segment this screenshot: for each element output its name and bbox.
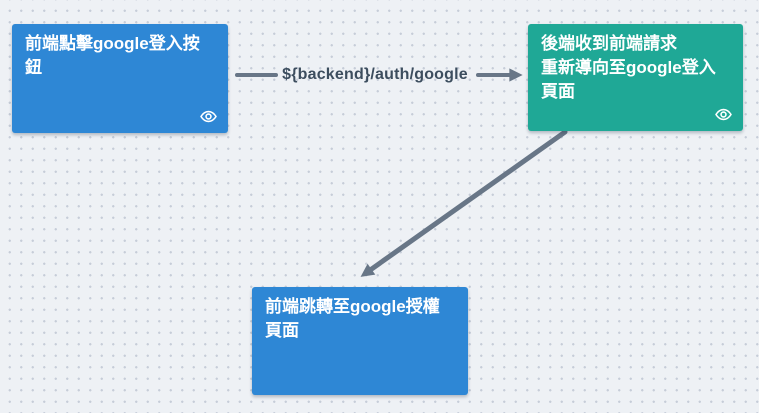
node-frontend-goto-google-auth[interactable]: 前端跳轉至google授權 頁面 bbox=[252, 287, 468, 395]
node-text: 前端點擊google登入按 鈕 bbox=[25, 32, 215, 80]
edge-label-auth-url[interactable]: ${backend}/auth/google bbox=[282, 65, 468, 83]
node-text-line: 後端收到前端請求 bbox=[541, 34, 677, 53]
eye-icon[interactable] bbox=[198, 106, 218, 126]
node-frontend-click-login[interactable]: 前端點擊google登入按 鈕 bbox=[12, 24, 228, 133]
node-text: 前端跳轉至google授權 頁面 bbox=[265, 295, 455, 343]
node-text-line: 前端跳轉至google授權 bbox=[265, 297, 440, 316]
node-text-line: 重新導向至google登入 bbox=[541, 58, 716, 77]
node-text-line: 前端點擊google登入按 bbox=[25, 34, 200, 53]
node-text-line: 鈕 bbox=[25, 58, 42, 77]
node-text-line: 頁面 bbox=[265, 321, 299, 340]
node-text: 後端收到前端請求 重新導向至google登入 頁面 bbox=[541, 32, 730, 104]
eye-icon[interactable] bbox=[713, 104, 733, 124]
edge-redirect-to-auth-page bbox=[360, 129, 568, 277]
edge-line-diagonal[interactable] bbox=[360, 129, 568, 277]
node-backend-redirect-google[interactable]: 後端收到前端請求 重新導向至google登入 頁面 bbox=[528, 24, 743, 131]
node-text-line: 頁面 bbox=[541, 82, 575, 101]
